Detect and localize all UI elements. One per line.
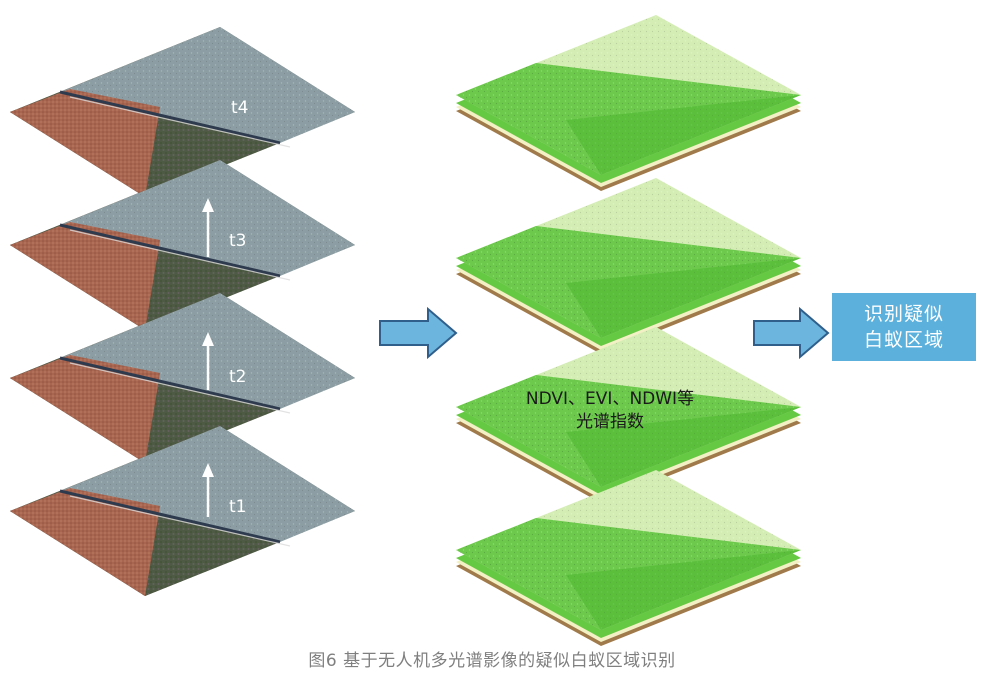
time-label-t2: t2 [229,367,246,387]
spectral-index-line1: NDVI、EVI、NDWI等 [525,389,695,409]
aerial-layer-t2: t2 [8,291,357,465]
index-layer-4 [456,470,801,646]
figure-caption: 图6 基于无人机多光谱影像的疑似白蚁区域识别 [308,651,676,671]
time-label-t1: t1 [229,497,246,517]
flow-arrow-icon-2 [753,306,830,360]
index-layer-1 [456,15,801,191]
result-line2: 白蚁区域 [863,329,944,351]
result-line1: 识别疑似 [863,303,944,325]
time-arrowhead-icon [202,463,214,477]
aerial-layer-t1: t1 [8,424,357,598]
time-arrowhead-icon [202,198,214,212]
time-label-t3: t3 [229,231,246,251]
aerial-layer-t4: t4 [8,25,357,199]
aerial-layer-t3: t3 [8,158,357,332]
time-arrowhead-icon [202,332,214,346]
flow-arrow-icon-1 [379,306,458,360]
time-label-t4: t4 [231,98,248,118]
spectral-index-line2: 光谱指数 [576,412,644,432]
index-layer-2 [456,178,801,354]
result-box: 识别疑似 白蚁区域 [832,293,976,361]
spectral-index-label: NDVI、EVI、NDWI等 光谱指数 [470,388,750,434]
